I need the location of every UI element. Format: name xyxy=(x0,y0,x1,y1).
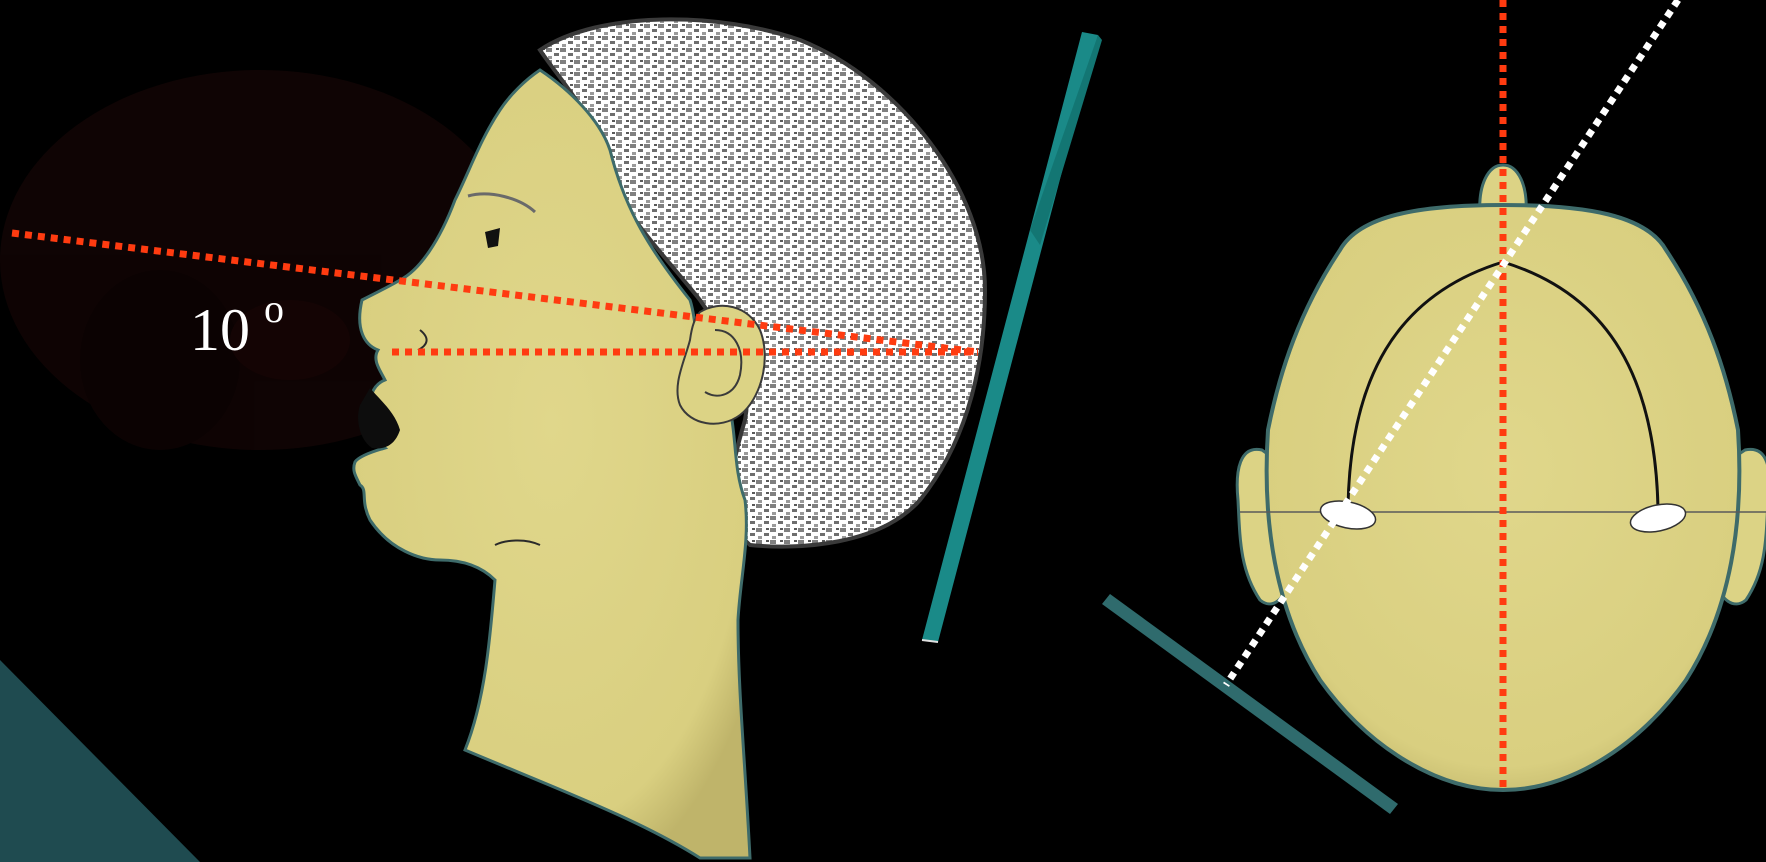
top-down-head xyxy=(1237,165,1766,790)
angle-value: 10 xyxy=(190,297,250,363)
angle-degree-symbol: o xyxy=(264,286,284,331)
corner-accent xyxy=(0,660,200,862)
